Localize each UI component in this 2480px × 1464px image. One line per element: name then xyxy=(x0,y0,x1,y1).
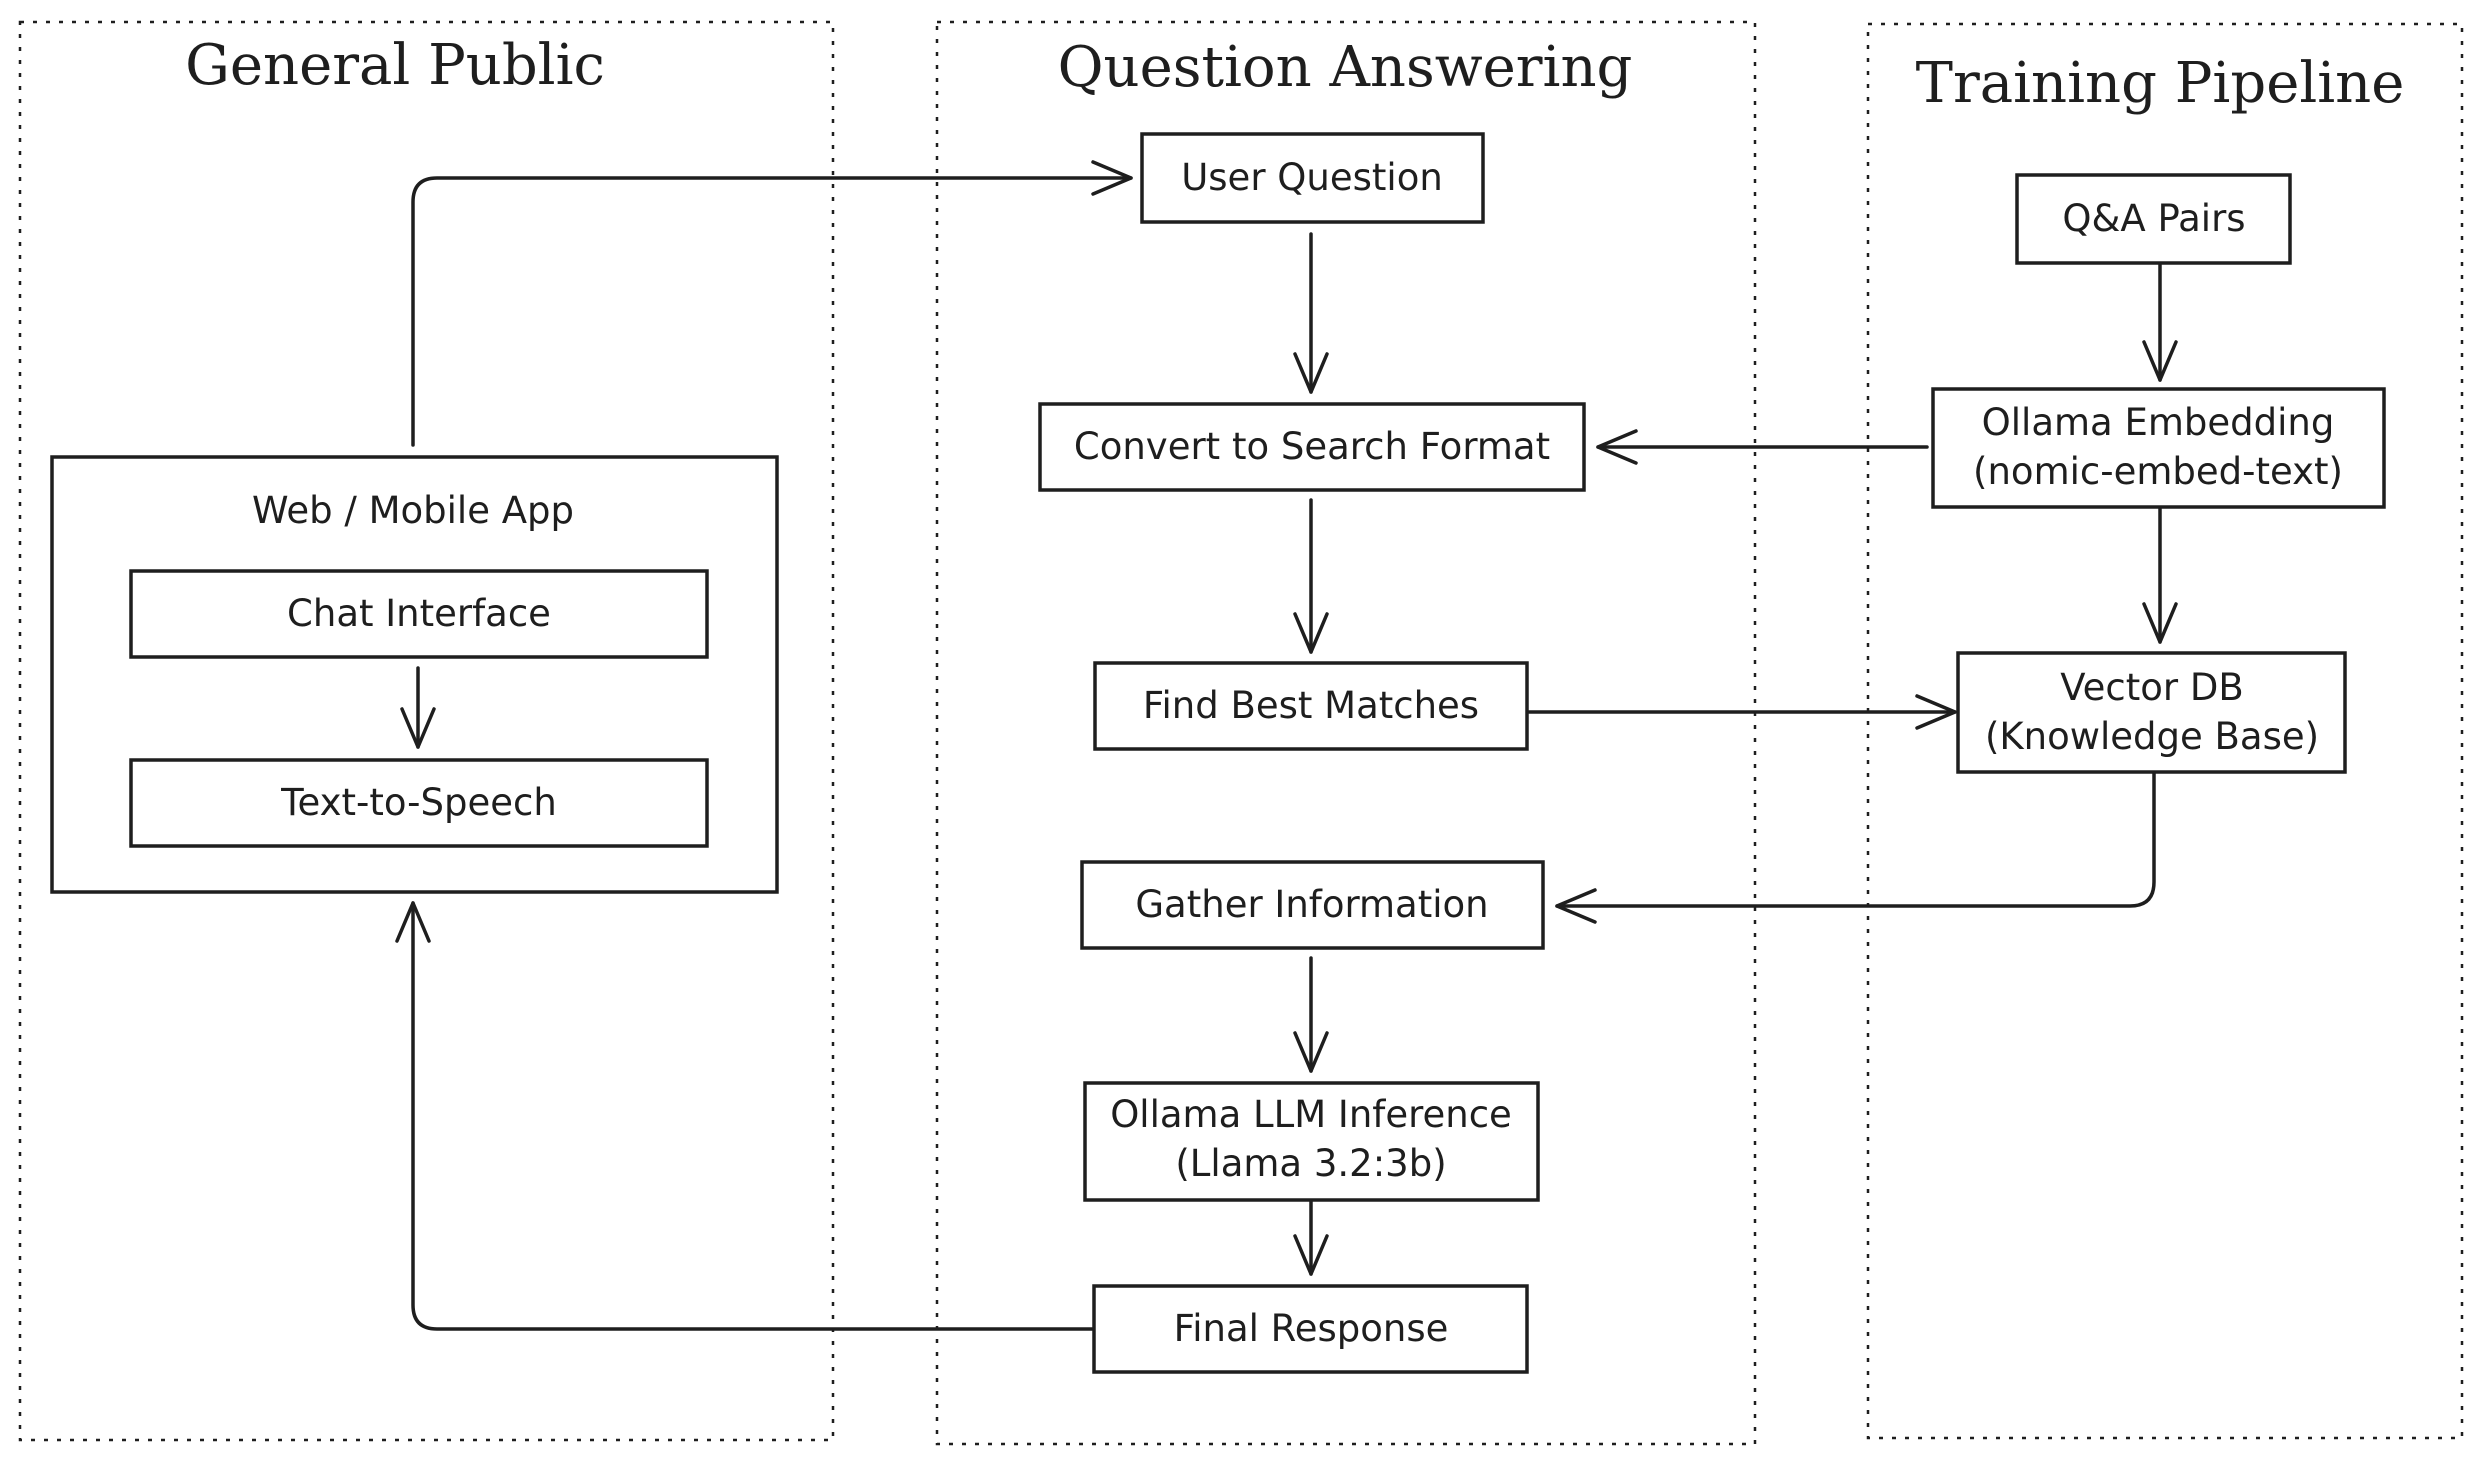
convert-to-search-format-node[interactable]: Convert to Search Format xyxy=(1038,402,1586,492)
edge-final-response-to-app xyxy=(395,901,1094,1331)
edge-vector-db-to-gather xyxy=(1555,768,2156,924)
qa-pairs-label: Q&A Pairs xyxy=(2062,197,2245,240)
lane-training-pipeline: Training Pipeline xyxy=(1866,22,2464,1440)
lane-title-training-pipeline: Training Pipeline xyxy=(1916,51,2405,116)
find-best-matches-node[interactable]: Find Best Matches xyxy=(1093,661,1529,751)
chat-interface-node[interactable]: Chat Interface xyxy=(129,569,709,659)
text-to-speech-label: Text-to-Speech xyxy=(280,781,557,824)
lane-title-general-public: General Public xyxy=(185,33,605,98)
qa-pairs-node[interactable]: Q&A Pairs xyxy=(2015,173,2292,265)
lane-question-answering: Question Answering xyxy=(935,20,1757,1446)
vector-db-label-line1: Vector DB xyxy=(2060,666,2244,709)
ollama-embedding-node[interactable]: Ollama Embedding (nomic-embed-text) xyxy=(1931,387,2386,509)
gather-information-label: Gather Information xyxy=(1135,883,1488,926)
lane-general-public: General Public xyxy=(18,20,835,1442)
ollama-llm-inference-node[interactable]: Ollama LLM Inference (Llama 3.2:3b) xyxy=(1083,1081,1540,1202)
convert-to-search-format-label: Convert to Search Format xyxy=(1074,425,1550,468)
ollama-llm-inference-label-line2: (Llama 3.2:3b) xyxy=(1175,1142,1446,1185)
ollama-llm-inference-label-line1: Ollama LLM Inference xyxy=(1110,1093,1512,1136)
web-mobile-app-container: Web / Mobile App xyxy=(50,455,779,894)
ollama-embedding-label-line2: (nomic-embed-text) xyxy=(1973,450,2343,493)
gather-information-node[interactable]: Gather Information xyxy=(1080,860,1545,950)
web-mobile-app-label: Web / Mobile App xyxy=(252,489,574,532)
final-response-node[interactable]: Final Response xyxy=(1092,1284,1529,1374)
vector-db-node[interactable]: Vector DB (Knowledge Base) xyxy=(1956,651,2347,774)
user-question-label: User Question xyxy=(1181,156,1443,199)
lane-title-question-answering: Question Answering xyxy=(1058,35,1633,100)
chat-interface-label: Chat Interface xyxy=(287,592,551,635)
text-to-speech-node[interactable]: Text-to-Speech xyxy=(129,758,709,848)
vector-db-label-line2: (Knowledge Base) xyxy=(1985,715,2319,758)
find-best-matches-label: Find Best Matches xyxy=(1143,684,1479,727)
final-response-label: Final Response xyxy=(1174,1307,1449,1350)
user-question-node[interactable]: User Question xyxy=(1140,132,1485,224)
ollama-embedding-label-line1: Ollama Embedding xyxy=(1982,401,2335,444)
edge-app-to-user-question xyxy=(411,160,1133,447)
